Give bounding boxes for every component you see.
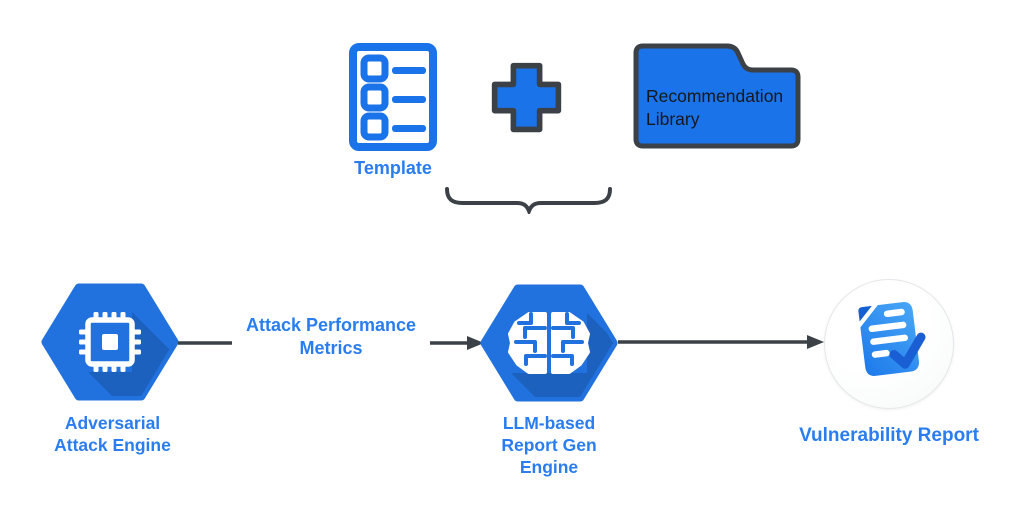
document-checkmark-icon xyxy=(858,302,926,376)
adversarial-attack-engine-label: Adversarial Attack Engine xyxy=(54,413,171,455)
folded-corner xyxy=(858,305,872,322)
vulnerability-report-label: Vulnerability Report xyxy=(799,425,979,446)
vulnerability-report-node xyxy=(824,279,954,409)
arrowhead-icon xyxy=(467,336,484,350)
recommendation-library-label: Recommendation Library xyxy=(646,86,784,129)
checkmark xyxy=(889,332,926,369)
processor-chip-icon xyxy=(79,312,141,372)
curly-brace-icon xyxy=(445,187,612,214)
llm-report-gen-engine-label: LLM-based Report Gen Engine xyxy=(501,413,597,477)
template-label: Template xyxy=(354,158,432,178)
circuit-brain-icon xyxy=(508,312,590,374)
plus-icon xyxy=(491,62,562,133)
attack-performance-metrics-label: Attack Performance Metrics xyxy=(232,313,430,362)
folder-icon xyxy=(633,43,801,149)
report-output-arrow xyxy=(618,335,824,349)
arrowhead-icon xyxy=(807,335,824,349)
hexagon-shape xyxy=(480,284,618,402)
checklist-document-icon xyxy=(349,43,437,151)
adversarial-attack-engine-node xyxy=(41,283,179,401)
llm-report-gen-engine-node xyxy=(480,284,618,402)
